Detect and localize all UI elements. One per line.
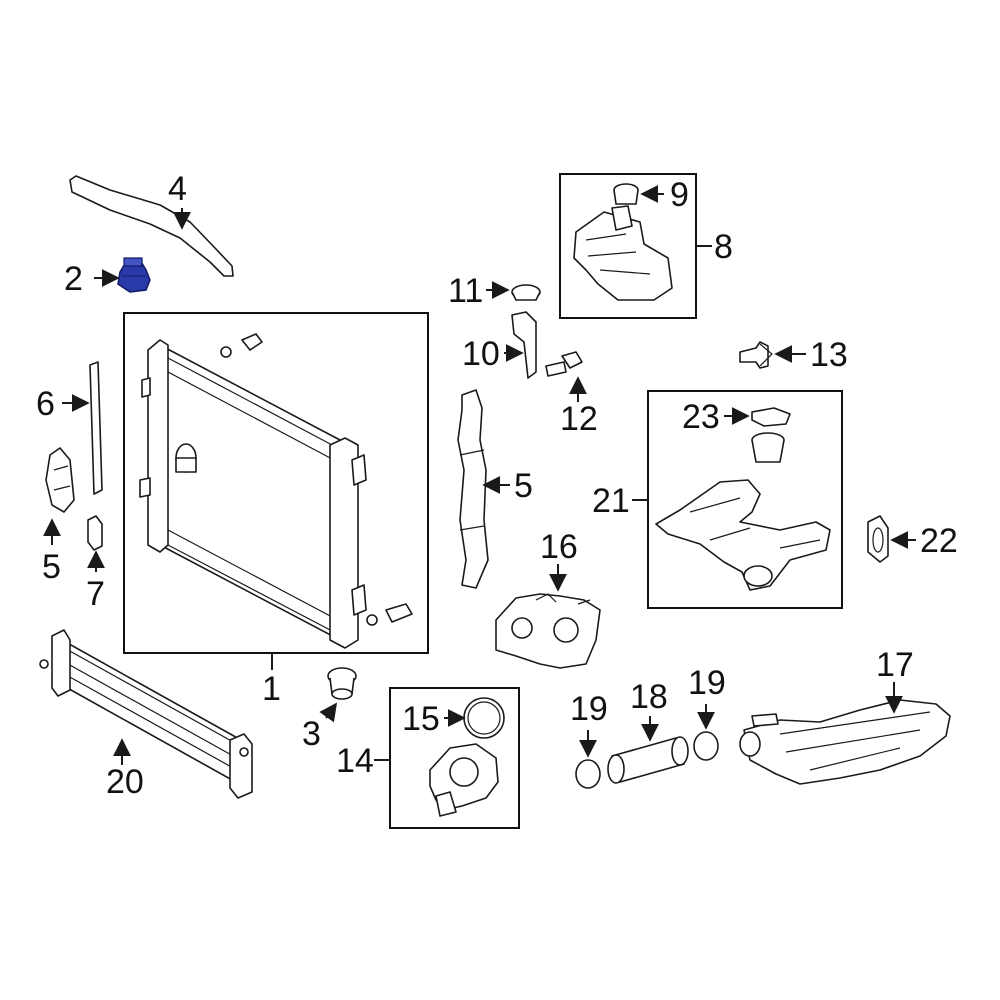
- callout-5-left: 5: [42, 548, 61, 586]
- callout-1: 1: [262, 670, 281, 708]
- radiator-group-box: [123, 312, 429, 654]
- callout-4: 4: [168, 170, 187, 208]
- part-21-inlet-pipe[interactable]: [655, 479, 831, 591]
- part-3-grommet[interactable]: [327, 667, 357, 700]
- part-17-manifold[interactable]: [739, 699, 951, 785]
- part-14-thermostat-housing[interactable]: [429, 743, 499, 817]
- callout-15: 15: [402, 700, 440, 738]
- callout-5-right: 5: [514, 467, 533, 505]
- callout-19-left: 19: [570, 690, 608, 728]
- part-19-o-ring-right[interactable]: [693, 731, 719, 761]
- callout-7: 7: [86, 575, 105, 613]
- part-5-left-bracket[interactable]: [45, 447, 75, 513]
- callout-23: 23: [682, 398, 720, 436]
- thermostat-group-box: [389, 687, 520, 829]
- callout-9: 9: [670, 176, 689, 214]
- callout-20: 20: [106, 763, 144, 801]
- part-6-seal[interactable]: [89, 361, 103, 495]
- callout-10: 10: [462, 335, 500, 373]
- part-2-cushion[interactable]: [117, 257, 151, 293]
- part-9-cap[interactable]: [613, 183, 639, 205]
- callout-16: 16: [540, 528, 578, 566]
- part-10-bracket[interactable]: [511, 311, 537, 379]
- part-8-reservoir[interactable]: [573, 205, 673, 301]
- callout-8: 8: [714, 228, 733, 266]
- part-22-gasket[interactable]: [867, 515, 889, 563]
- part-13-fastener[interactable]: [739, 341, 773, 369]
- part-18-pipe[interactable]: [607, 736, 689, 784]
- part-20-cooler[interactable]: [39, 629, 253, 799]
- callout-6: 6: [36, 385, 55, 423]
- callout-17: 17: [876, 646, 914, 684]
- part-16-housing[interactable]: [495, 593, 601, 669]
- callout-19-right: 19: [688, 664, 726, 702]
- part-5-right-bracket[interactable]: [457, 389, 489, 589]
- callout-13: 13: [810, 336, 848, 374]
- part-12-bolt[interactable]: [545, 351, 583, 377]
- part-19-o-ring-left[interactable]: [575, 759, 601, 789]
- part-11-cap[interactable]: [511, 284, 541, 301]
- callout-11: 11: [448, 272, 483, 310]
- callout-2: 2: [64, 260, 83, 298]
- part-1-radiator[interactable]: [139, 333, 413, 649]
- callout-3: 3: [302, 715, 321, 753]
- part-23-gasket[interactable]: [751, 407, 791, 427]
- callout-22: 22: [920, 522, 958, 560]
- callout-14: 14: [336, 742, 374, 780]
- part-4-seal[interactable]: [69, 175, 234, 277]
- part-21-cap[interactable]: [751, 432, 785, 463]
- callout-21: 21: [592, 482, 630, 520]
- callout-12: 12: [560, 400, 598, 438]
- callout-18: 18: [630, 678, 668, 716]
- part-7-pad[interactable]: [87, 515, 103, 551]
- part-15-seal[interactable]: [463, 697, 505, 739]
